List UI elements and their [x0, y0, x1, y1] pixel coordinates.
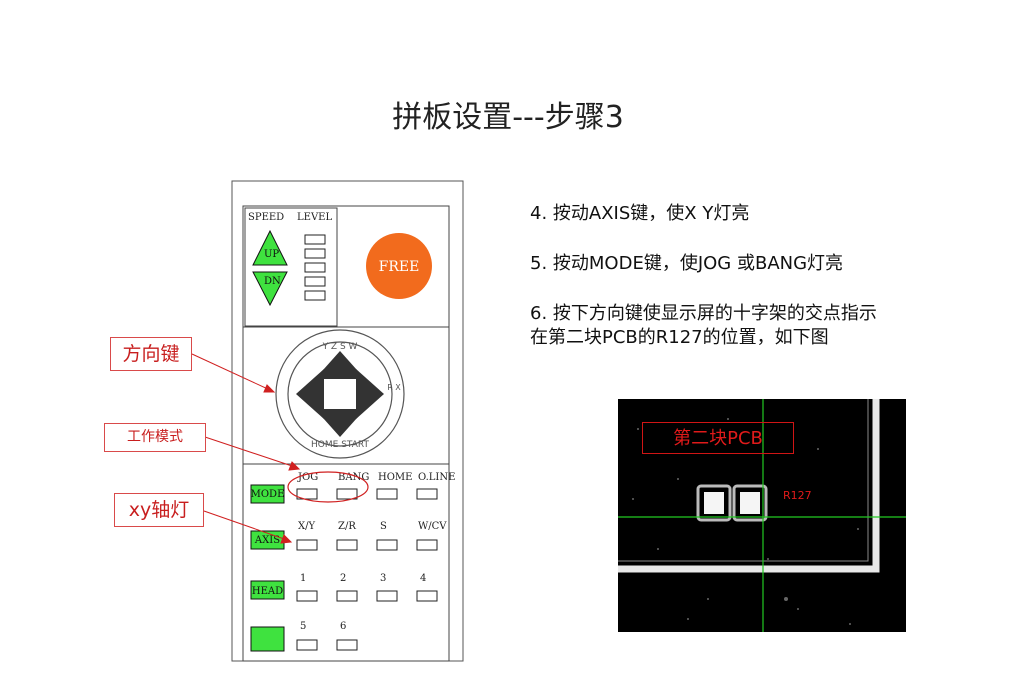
axis-label-s: S — [380, 521, 387, 532]
head-button-label: HEAD — [252, 586, 283, 597]
axis-label-wcv: W/CV — [418, 521, 447, 532]
r127-pad-right — [740, 492, 760, 514]
pcb-camera-view — [618, 399, 906, 632]
level-light-3 — [304, 262, 326, 273]
axis-label-xy: X/Y — [298, 521, 315, 532]
mode-button-label: MODE — [251, 489, 285, 500]
pcb-edge-trace — [618, 399, 880, 573]
dial-bottom-text: HOME START — [311, 440, 369, 450]
arrow-down-key[interactable] — [315, 409, 365, 437]
head-light-2 — [336, 590, 358, 602]
speed-label: SPEED — [248, 212, 284, 223]
xy-light — [296, 539, 318, 551]
zr-light — [336, 539, 358, 551]
up-label: UP — [264, 249, 279, 260]
jog-bang-highlight — [287, 471, 369, 503]
arrow-head-direction — [263, 384, 276, 393]
dial-right-text: R X — [387, 383, 401, 392]
r127-pad-left — [704, 492, 724, 514]
step-6-text: 6. 按下方向键使显示屏的十字架的交点指示 — [530, 303, 877, 324]
photo-label-second-pcb: 第二块PCB — [642, 422, 794, 454]
arrow-to-xy-light — [203, 510, 288, 541]
head-label-1: 1 — [300, 573, 306, 584]
arrow-left-key[interactable] — [296, 369, 324, 419]
head-light-4 — [416, 590, 438, 602]
head-label-3: 3 — [380, 573, 386, 584]
speed-up-button[interactable] — [252, 229, 288, 266]
free-button[interactable] — [366, 233, 432, 299]
r127-pad-left-outline — [696, 484, 732, 522]
head-light-6 — [336, 639, 358, 651]
mode-label-oline: O.LINE — [418, 472, 455, 483]
free-label: FREE — [379, 259, 420, 275]
s-light — [376, 539, 398, 551]
axis-label-zr: Z/R — [338, 521, 356, 532]
component-label-r127: R127 — [783, 489, 812, 502]
level-label: LEVEL — [297, 212, 332, 223]
head-button[interactable] — [250, 580, 285, 600]
oline-light — [416, 488, 438, 500]
pcb-edge-inner — [618, 399, 869, 562]
step-4-text: 4. 按动AXIS键，使X Y灯亮 — [530, 203, 750, 224]
head-light-5 — [296, 639, 318, 651]
direction-area — [242, 326, 450, 465]
arrow-head-mode — [288, 461, 301, 471]
level-light-2 — [304, 248, 326, 259]
dn-label: DN — [264, 276, 281, 287]
arrow-to-work-mode — [204, 436, 296, 468]
speed-level-box — [244, 207, 338, 327]
arrow-to-direction-keys — [191, 353, 271, 391]
arrow-right-key[interactable] — [356, 369, 384, 419]
head-label-2: 2 — [340, 573, 346, 584]
callout-xy-axis-light: xy轴灯 — [114, 493, 204, 527]
jog-light — [296, 488, 318, 500]
step-5-text: 5. 按动MODE键，使JOG 或BANG灯亮 — [530, 253, 844, 274]
head-light-3 — [376, 590, 398, 602]
axis-button-label: AXIS — [254, 535, 280, 546]
mode-button[interactable] — [250, 484, 285, 504]
head-label-6: 6 — [340, 621, 346, 632]
mode-label-bang: BANG — [338, 472, 369, 483]
callout-direction-keys: 方向键 — [110, 337, 192, 371]
dial-top-text: Y Z S W — [322, 342, 358, 352]
slide-title: 拼板设置---步骤3 — [392, 100, 624, 135]
head-label-4: 4 — [420, 573, 426, 584]
wcv-light — [416, 539, 438, 551]
arrow-up-key[interactable] — [315, 351, 365, 379]
head-label-5: 5 — [300, 621, 306, 632]
dial-inner-ring — [287, 341, 393, 447]
level-light-5 — [304, 290, 326, 301]
mode-label-home: HOME — [378, 472, 412, 483]
mode-label-jog: JOG — [297, 472, 318, 483]
step-6-text-line2: 在第二块PCB的R127的位置，如下图 — [530, 327, 829, 348]
head-light-1 — [296, 590, 318, 602]
r127-pad-right-outline — [732, 484, 768, 522]
home-light — [376, 488, 398, 500]
bang-light — [336, 488, 358, 500]
callout-work-mode: 工作模式 — [104, 423, 206, 452]
level-light-4 — [304, 276, 326, 287]
speed-down-button[interactable] — [252, 271, 288, 307]
arrow-head-xy — [280, 534, 293, 544]
level-light-1 — [304, 234, 326, 245]
unlabeled-green-button[interactable] — [250, 626, 285, 652]
pcb-camera-graphic — [618, 399, 906, 632]
